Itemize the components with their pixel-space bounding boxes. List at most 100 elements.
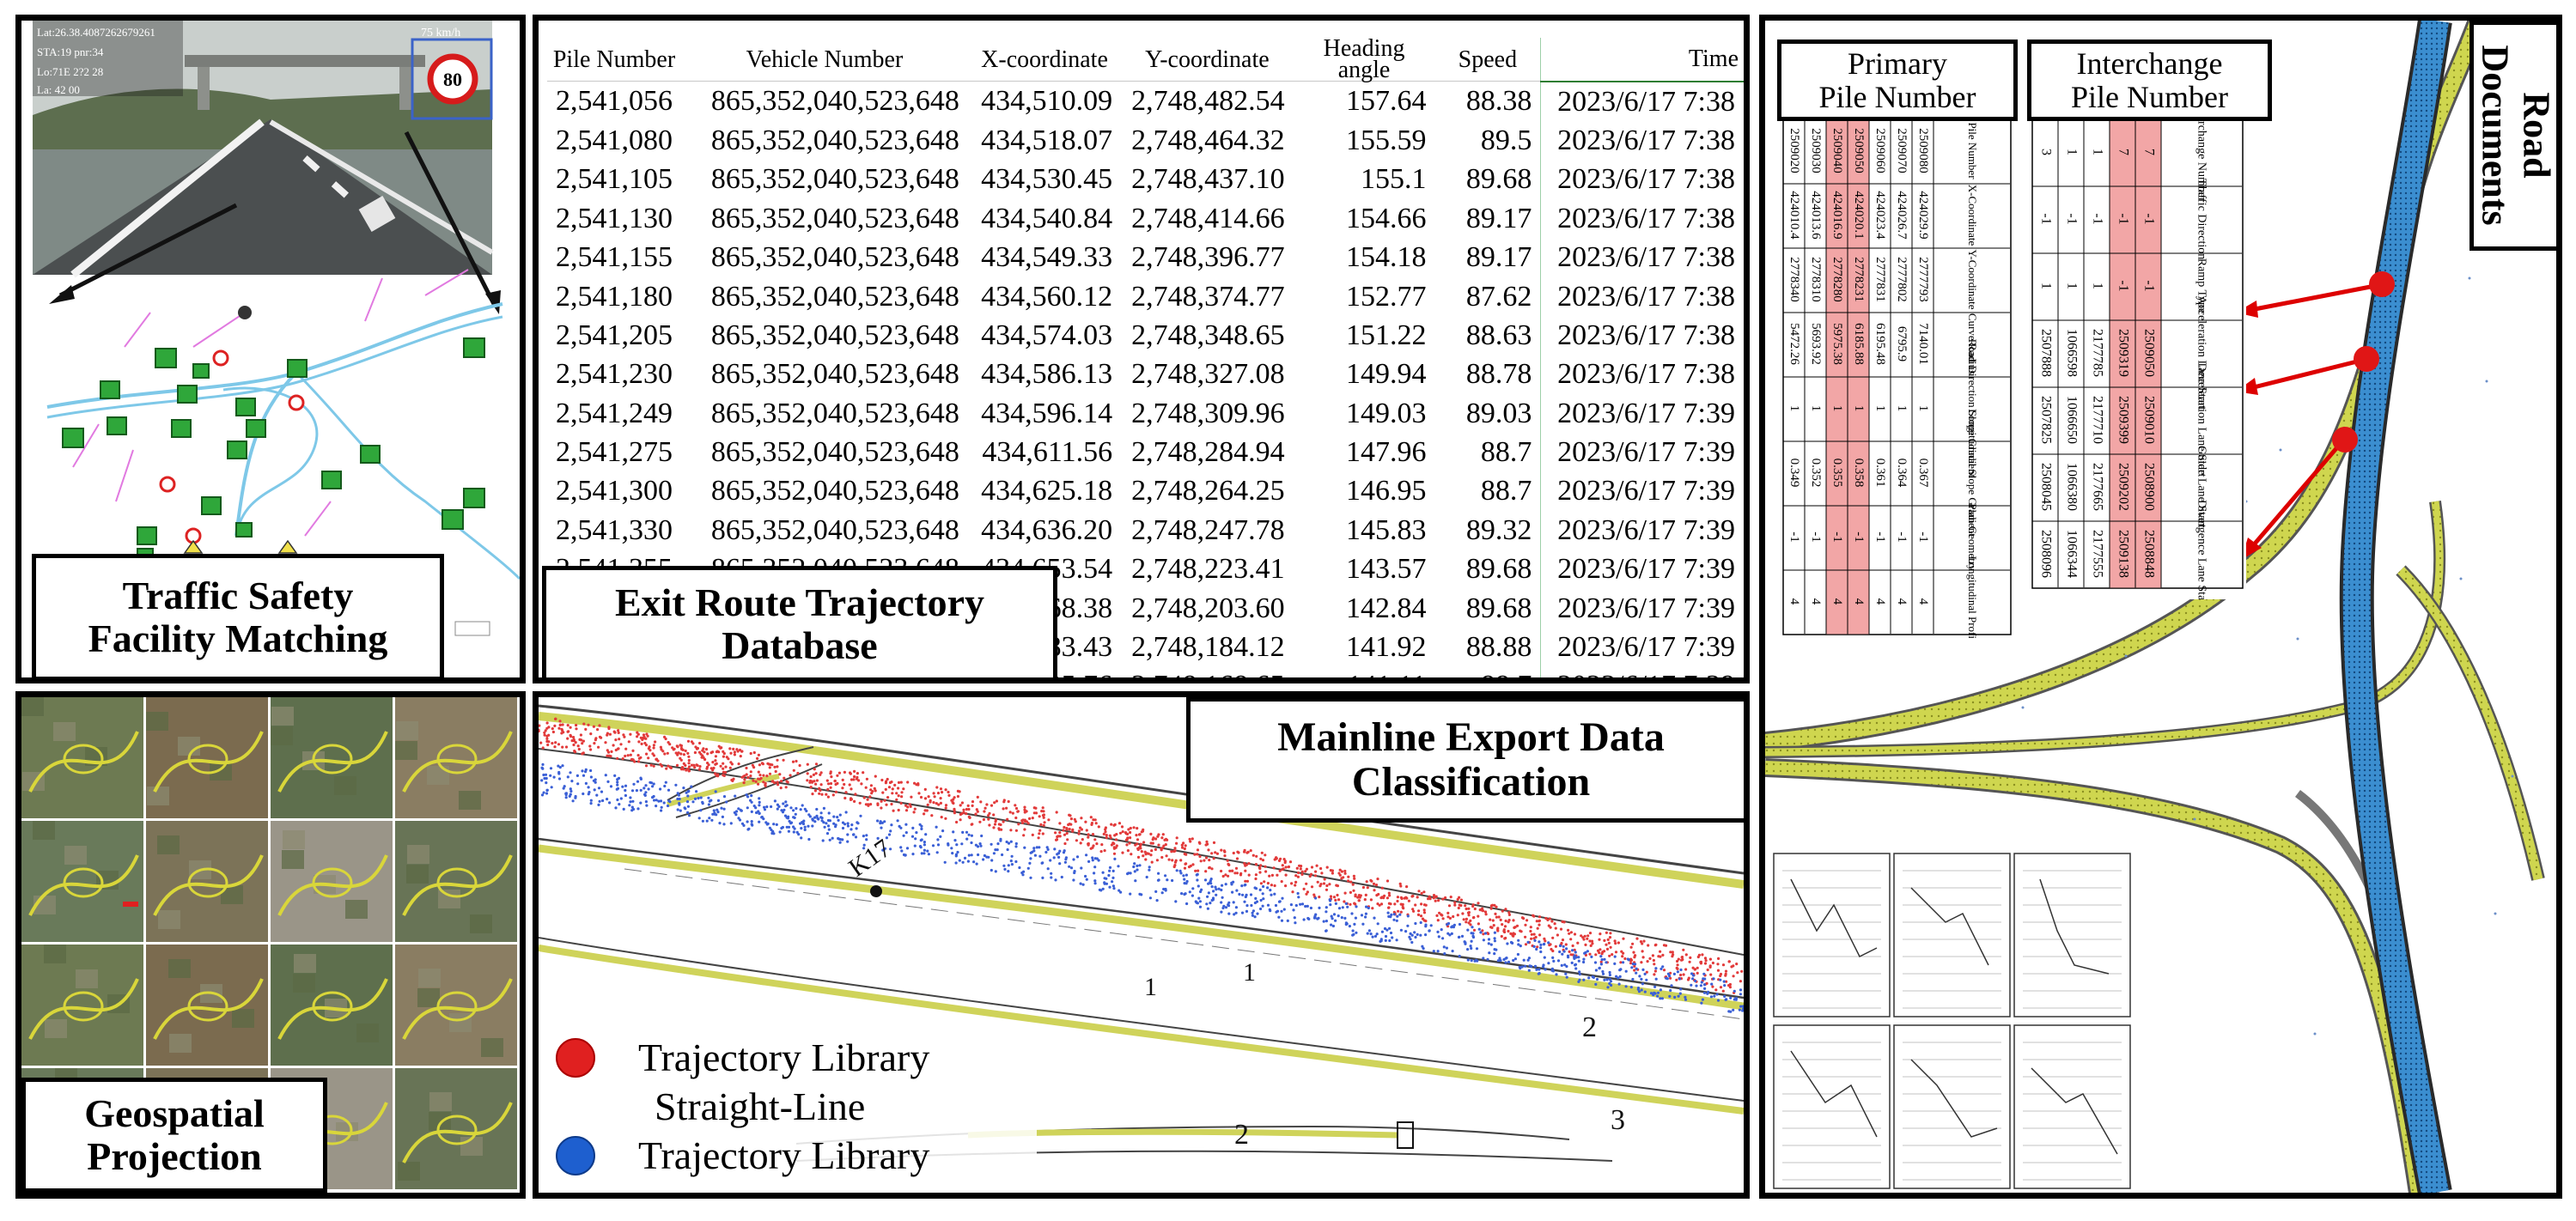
mini-table-cell: -1 [1895, 532, 1909, 543]
trajectory-table-header: Pile Number Vehicle Number X-coordinate … [547, 37, 1744, 82]
primary-pile-label: Primary Pile Number [1777, 39, 2018, 121]
table-cell: 2023/6/17 7:38 [1540, 316, 1744, 355]
table-cell: 2023/6/17 7:39 [1540, 588, 1744, 629]
mini-table-cell: 2509010 [2141, 396, 2156, 444]
lane-number: 2 [1234, 1119, 1249, 1151]
table-cell: 88.7 [1480, 436, 1532, 469]
mini-table-cell: 7 [2141, 149, 2156, 155]
mini-table-header: X-Coordinate [1966, 185, 1979, 246]
mini-table-cell: 2777831 [1873, 257, 1887, 302]
column-header: Vehicle Number [681, 38, 968, 82]
table-cell: 2023/6/17 7:38 [1540, 199, 1744, 239]
table-cell: 88.78 [1465, 358, 1532, 391]
mini-table-cell: 2509202 [2116, 463, 2130, 511]
mini-table-cell: 2509050 [2141, 329, 2156, 377]
column-header: Y-coordinate [1121, 38, 1294, 82]
mini-table-cell: 1 [1852, 405, 1866, 412]
mini-table-cell: -1 [1852, 532, 1866, 543]
table-cell: 146.95 [1345, 475, 1427, 507]
mini-table-cell: 0.361 [1873, 459, 1887, 488]
mini-table-header: Pile Number [1966, 122, 1979, 179]
mini-table-cell: 6795.9 [1895, 326, 1909, 361]
mini-table-cell: -1 [2116, 213, 2130, 224]
mini-table-header: Acceleration Lane Start [2195, 296, 2208, 410]
mini-table-header: Road Direction Slope Gradient [1966, 339, 1979, 478]
primary-pile-table: Pile NumberX-CoordinateY-CoordinateCurve… [1782, 118, 2031, 638]
exit-route-panel: Pile Number Vehicle Number X-coordinate … [533, 15, 1750, 683]
profile-drawings [1773, 853, 2131, 1189]
mini-table-cell: 424026.7 [1895, 191, 1909, 240]
table-cell: 147.96 [1345, 436, 1427, 469]
table-cell: 89.68 [1465, 592, 1532, 624]
mini-table-cell: 2509040 [1830, 128, 1844, 173]
mainline-export-panel: K17 1 1 2 2 3 Mainline Export Data Class… [533, 691, 1750, 1199]
mini-table-cell: 2508096 [2038, 530, 2053, 578]
station-mark: K17 [843, 834, 896, 883]
mini-table-cell: 424029.9 [1916, 191, 1930, 239]
table-cell: 2,541,205 [556, 319, 673, 351]
mini-table-cell: 2777793 [1916, 257, 1930, 302]
table-cell: 2,541,180 [556, 280, 673, 313]
mini-table-cell: -1 [1873, 532, 1887, 543]
table-cell: 865,352,040,523,648 [710, 163, 959, 196]
dashcam-hud-line: STA:19 pnr:34 [37, 46, 104, 58]
mini-table-cell: 1 [2064, 282, 2079, 289]
mini-table-cell: -1 [2116, 280, 2130, 291]
mini-table-cell: -1 [1787, 532, 1801, 543]
satellite-tile [21, 697, 143, 818]
mini-table-cell: -1 [1809, 532, 1823, 543]
mini-table-cell: 1066598 [2064, 329, 2079, 377]
mini-table-cell: 2509399 [2116, 396, 2130, 444]
table-cell: 154.66 [1345, 202, 1427, 234]
mini-table-cell: 7140.01 [1916, 323, 1930, 365]
legend-item-mid: Straight-Line [655, 1084, 865, 1129]
label-line: Road [2515, 92, 2558, 179]
mini-table-cell: 1 [2090, 149, 2104, 155]
mini-table-cell: 2778231 [1852, 257, 1866, 302]
road-map-illustration [1765, 21, 2545, 1193]
red-dot-icon [556, 1037, 595, 1078]
table-cell: 434,540.84 [981, 202, 1113, 234]
mini-table-cell: 2509030 [1809, 128, 1823, 173]
table-cell: 2,541,249 [556, 397, 673, 429]
mini-table-cell: 1 [1809, 405, 1823, 412]
table-cell: 865,352,040,523,648 [710, 436, 959, 469]
table-cell: 2,541,275 [556, 436, 673, 469]
table-cell: 865,352,040,523,648 [710, 475, 959, 507]
table-cell: 2023/6/17 7:38 [1540, 81, 1744, 122]
mini-table-cell: 4 [1916, 598, 1930, 605]
label-line: Pile Number [2071, 79, 2228, 114]
mini-table-cell: 6185.88 [1852, 323, 1866, 365]
exit-route-label: Exit Route Trajectory Database [542, 566, 1057, 677]
table-cell: 434,549.33 [981, 241, 1113, 274]
label-line: Documents [2475, 45, 2518, 227]
speed-readout: 75 km/h [421, 27, 460, 39]
table-cell: 2,748,396.77 [1131, 241, 1285, 274]
mini-table-cell: 2508045 [2038, 463, 2053, 511]
table-cell: 2023/6/17 7:39 [1540, 394, 1744, 434]
table-cell: 434,574.03 [981, 319, 1113, 351]
mini-table-cell: 2509050 [1852, 128, 1866, 173]
table-cell: 141.11 [1294, 667, 1435, 677]
table-cell: 149.03 [1345, 397, 1427, 429]
table-cell: 2023/6/17 7:39 [1540, 511, 1744, 550]
column-header: X-coordinate [967, 38, 1122, 82]
lane-number: 1 [1144, 973, 1157, 1001]
mini-table-header: Plan Geometry [1966, 503, 1979, 571]
table-cell: 2023/6/17 7:39 [1540, 433, 1744, 472]
table-cell: 865,352,040,523,648 [710, 358, 959, 391]
dashcam-hud-line: Lat:26.38.4087262679261 [37, 26, 155, 39]
mini-table-cell: 2509020 [1787, 128, 1801, 173]
table-cell: 2,748,309.96 [1131, 397, 1285, 429]
satellite-tile [21, 821, 143, 942]
column-header: Time [1540, 38, 1744, 82]
mini-table-cell: 1 [2064, 149, 2079, 155]
geospatial-panel: Geospatial Projection [15, 691, 526, 1199]
mini-table-header: Y-Coordinate [1966, 249, 1979, 309]
table-cell: 2,748,223.41 [1131, 553, 1285, 586]
